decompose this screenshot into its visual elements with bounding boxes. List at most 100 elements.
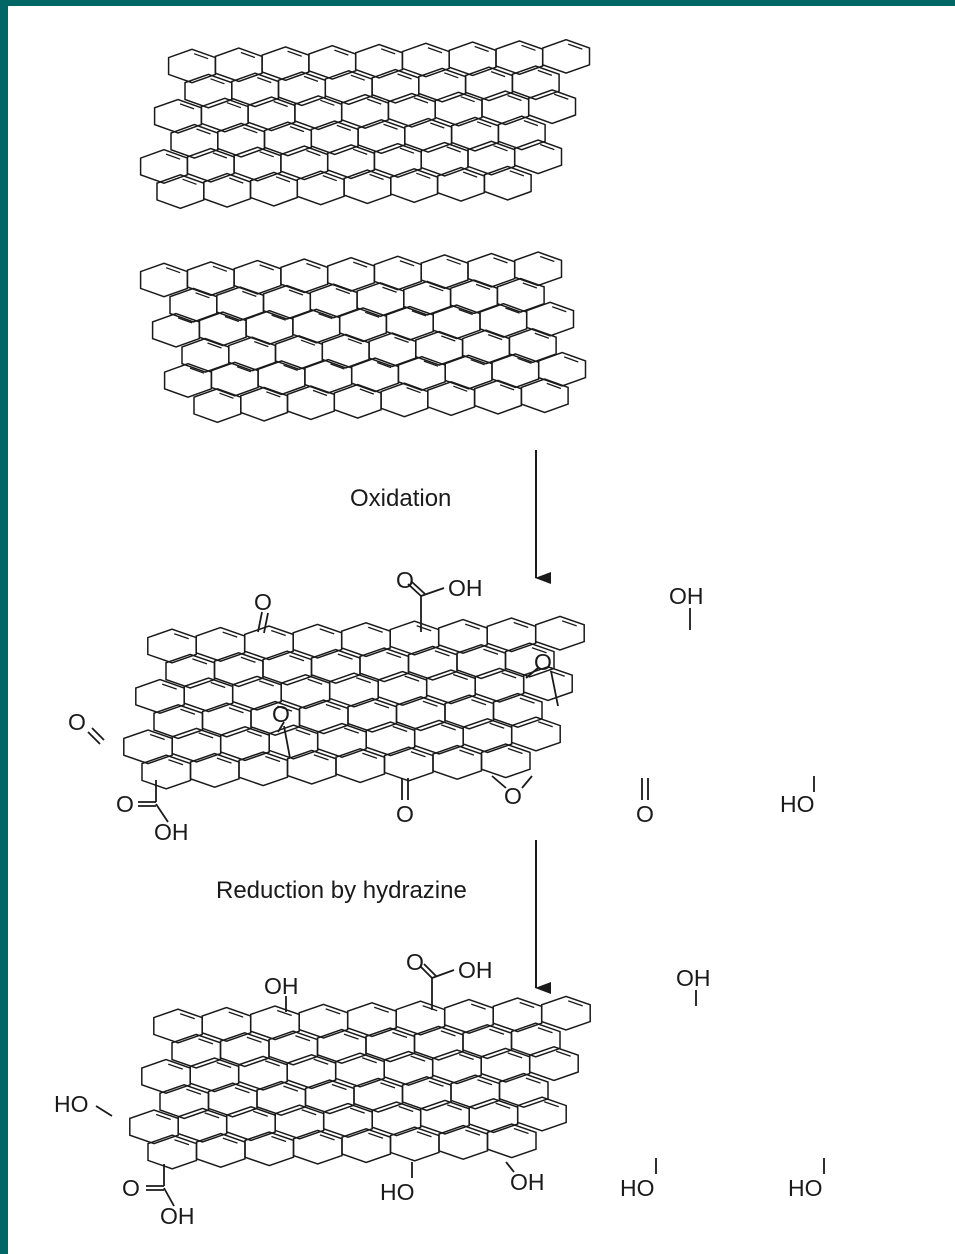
hexagon-ring [483,165,532,201]
hexagon-ring [147,1134,198,1170]
double-bond [259,264,274,271]
double-bond [416,1131,432,1138]
double-bond [537,69,553,77]
hexagon-ring [240,386,289,422]
double-bond [470,1003,486,1010]
double-bond [462,171,478,178]
double-bond [428,1080,444,1087]
double-bond [493,145,508,152]
double-bond [270,629,286,637]
double-bond [193,53,209,60]
double-bond [416,172,431,179]
hexagon-ring [390,168,439,204]
hexagon-ring [486,1123,537,1159]
hexagon-ring [201,1006,252,1042]
hexagon-ring [286,1054,337,1090]
hexagon-ring [496,277,545,313]
hexagon-ring [492,692,543,728]
go-ketone-left: O [68,709,86,735]
double-bond [352,148,368,156]
hexagon-ring [371,1101,422,1137]
hexagon-ring [207,1082,258,1118]
hexagon-ring [427,381,476,417]
double-bond [460,96,475,103]
hexagon-ring [432,744,483,780]
hexagon-ring [492,997,543,1033]
double-bond [489,1028,505,1035]
double-bond [440,724,456,731]
double-bond [246,1036,262,1043]
double-bond [380,1082,396,1089]
hexagon-ring [508,328,557,364]
double-bond [240,51,256,59]
hexagon-ring [346,1002,397,1038]
hexagon-ring [340,93,390,129]
rgo-cooh-left-o: O [122,1175,140,1201]
hexagon-ring [294,95,343,131]
hexagon-ring [153,704,204,740]
double-bond [196,128,211,135]
double-bond [359,388,375,395]
hexagon-ring [418,67,467,103]
rgo-ho-bottom-1: HO [380,1179,415,1205]
hexagon-ring [268,724,319,760]
hexagon-ring [335,748,386,784]
go-group-bonds [87,581,815,823]
go-oh-top: OH [669,583,704,609]
hexagon-ring [486,617,537,653]
hexagon-ring [292,1129,343,1165]
hexagon-ring [377,670,428,706]
hexagon-ring [189,1057,240,1093]
double-bond [276,1009,292,1017]
double-bond [507,94,522,102]
hexagon-ring [389,620,440,656]
double-bond [483,648,499,655]
go-cooh-left-o: O [116,791,134,817]
hexagon-ring [480,1047,531,1083]
double-bond [537,1027,553,1034]
rgo-group-bonds [95,963,825,1207]
double-bond [505,307,520,314]
double-bond [246,730,262,737]
double-bond [523,119,539,127]
hexagon-ring [387,92,436,128]
double-bond [531,647,547,654]
rgo-ho-left: HO [54,1091,89,1117]
hexagon-ring [450,116,500,152]
double-bond [410,751,426,758]
double-bond [525,1077,541,1084]
graphene-oxidation-reduction-diagram: Oxidation Reduction by hydrazine [54,38,825,1229]
hexagon-ring [340,622,391,658]
double-bond [330,363,345,370]
hexagon-ring [413,719,464,755]
double-bond [266,391,281,398]
double-bond [430,122,445,129]
hexagon-ring [274,1104,325,1140]
double-bond [259,151,274,158]
double-bond [398,1105,414,1113]
hexagon-ring [395,696,446,732]
hexagon-ring [510,716,561,752]
double-bond [521,44,536,51]
go-epoxide-1: O [534,649,552,675]
double-bond [161,683,177,690]
double-bond [336,124,352,132]
hexagon-ring [153,98,203,134]
double-bond [410,1055,426,1062]
double-bond [553,93,569,100]
double-bond [446,258,461,265]
double-bond [313,754,329,761]
double-bond [546,382,562,390]
double-bond [471,699,487,706]
double-bond [355,677,371,684]
hexagon-ring [347,697,398,733]
double-bond [198,1038,214,1045]
double-bond [242,290,257,298]
double-bond [404,675,420,682]
hexagon-ring [467,140,516,176]
double-bond [252,1110,268,1117]
double-bond [207,342,222,349]
double-bond [487,333,503,341]
double-bond [490,70,506,78]
hexagon-ring [170,123,219,159]
